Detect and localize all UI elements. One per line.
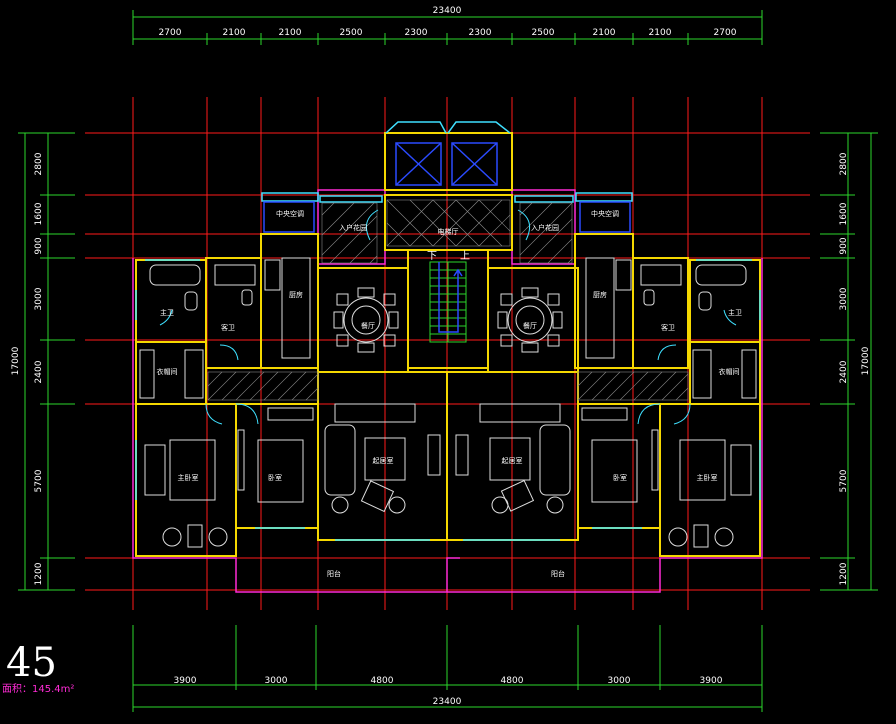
stair-arrows <box>438 262 463 333</box>
bottom-dim-1: 3900 <box>174 676 197 686</box>
label-living-left: 起居室 <box>373 456 394 465</box>
left-dim-3: 900 <box>34 237 44 254</box>
right-dim-6: 5700 <box>839 469 849 492</box>
right-dim-7: 1200 <box>839 562 849 585</box>
label-living-right: 起居室 <box>502 456 523 465</box>
total-width-bottom: 23400 <box>433 697 462 707</box>
bottom-dim-5: 3000 <box>608 676 631 686</box>
label-entry-left: 入户花园 <box>339 223 367 232</box>
bottom-dim-3: 4800 <box>371 676 394 686</box>
right-dim-5: 2400 <box>839 360 849 383</box>
living-furniture-right <box>455 403 571 514</box>
wet-fixtures <box>139 257 757 399</box>
label-kitchen-right: 厨房 <box>593 290 607 299</box>
label-shaft-right: 中央空调 <box>591 209 619 218</box>
label-master-bath-right: 主卫 <box>728 308 742 317</box>
label-master-left: 主卧室 <box>178 473 199 482</box>
left-dim-2: 1600 <box>34 202 44 225</box>
right-dimension-labels: 2800 1600 900 3000 2400 5700 1200 17000 <box>839 152 871 585</box>
hatched-areas <box>207 199 689 401</box>
right-dim-1: 2800 <box>839 152 849 175</box>
plan-number: 45 <box>6 640 57 686</box>
right-dim-3: 900 <box>839 237 849 254</box>
right-dim-2: 1600 <box>839 202 849 225</box>
left-dim-5: 2400 <box>34 360 44 383</box>
top-dim-9: 2100 <box>649 28 672 38</box>
total-width-top: 23400 <box>433 6 462 16</box>
dimension-lines <box>18 10 878 712</box>
label-master-bath-left: 主卫 <box>160 308 174 317</box>
walls <box>135 132 761 557</box>
label-elevator-hall: 电梯厅 <box>438 227 459 236</box>
label-dining-right: 餐厅 <box>523 321 537 330</box>
top-dim-7: 2500 <box>532 28 555 38</box>
left-dim-7: 1200 <box>34 562 44 585</box>
label-balcony-right: 阳台 <box>551 569 565 578</box>
elevators <box>263 142 631 233</box>
dining-table-left <box>333 287 399 353</box>
area-label: 面积：145.4m² <box>2 683 74 695</box>
left-dim-4: 3000 <box>34 287 44 310</box>
bedroom-furniture <box>144 407 752 548</box>
room-labels: 电梯厅 入户花园 入户花园 中央空调 中央空调 厨房 厨房 餐厅 餐厅 主卫 主… <box>157 209 743 578</box>
bottom-dim-6: 3900 <box>700 676 723 686</box>
door-arcs <box>159 209 737 425</box>
top-dim-2: 2100 <box>223 28 246 38</box>
top-dim-3: 2100 <box>279 28 302 38</box>
bottom-dim-2: 3000 <box>265 676 288 686</box>
label-closet-left: 衣帽间 <box>157 367 178 376</box>
left-dimension-labels: 2800 1600 900 3000 2400 5700 1200 17000 <box>11 152 44 585</box>
left-dim-6: 5700 <box>34 469 44 492</box>
top-dim-5: 2300 <box>405 28 428 38</box>
top-dim-6: 2300 <box>469 28 492 38</box>
label-dining-left: 餐厅 <box>361 321 375 330</box>
right-total: 17000 <box>861 346 871 375</box>
label-master-right: 主卧室 <box>697 473 718 482</box>
label-shaft-left: 中央空调 <box>276 209 304 218</box>
windows <box>135 121 761 541</box>
label-guest-bath-left: 客卫 <box>221 323 235 332</box>
left-dim-1: 2800 <box>34 152 44 175</box>
living-furniture-left <box>324 403 441 514</box>
top-dim-10: 2700 <box>714 28 737 38</box>
label-balcony-left: 阳台 <box>327 569 341 578</box>
bottom-dimension-labels: 3900 3000 4800 4800 3000 3900 <box>174 676 723 686</box>
bottom-dim-4: 4800 <box>501 676 524 686</box>
label-closet-right: 衣帽间 <box>719 367 740 376</box>
label-stair-down: 下 <box>427 251 437 262</box>
left-total: 17000 <box>11 346 21 375</box>
label-bedroom-right: 卧室 <box>613 473 627 482</box>
label-entry-right: 入户花园 <box>531 223 559 232</box>
right-dim-4: 3000 <box>839 287 849 310</box>
top-dim-1: 2700 <box>159 28 182 38</box>
label-kitchen-left: 厨房 <box>289 290 303 299</box>
dining-table-right <box>497 287 563 353</box>
label-stair-up: 上 <box>460 250 470 262</box>
label-guest-bath-right: 客卫 <box>661 323 675 332</box>
top-dim-4: 2500 <box>340 28 363 38</box>
top-dim-8: 2100 <box>593 28 616 38</box>
top-dimension-labels: 2700 2100 2100 2500 2300 2300 2500 2100 … <box>159 28 737 38</box>
label-bedroom-left: 卧室 <box>268 473 282 482</box>
stair <box>429 261 467 343</box>
